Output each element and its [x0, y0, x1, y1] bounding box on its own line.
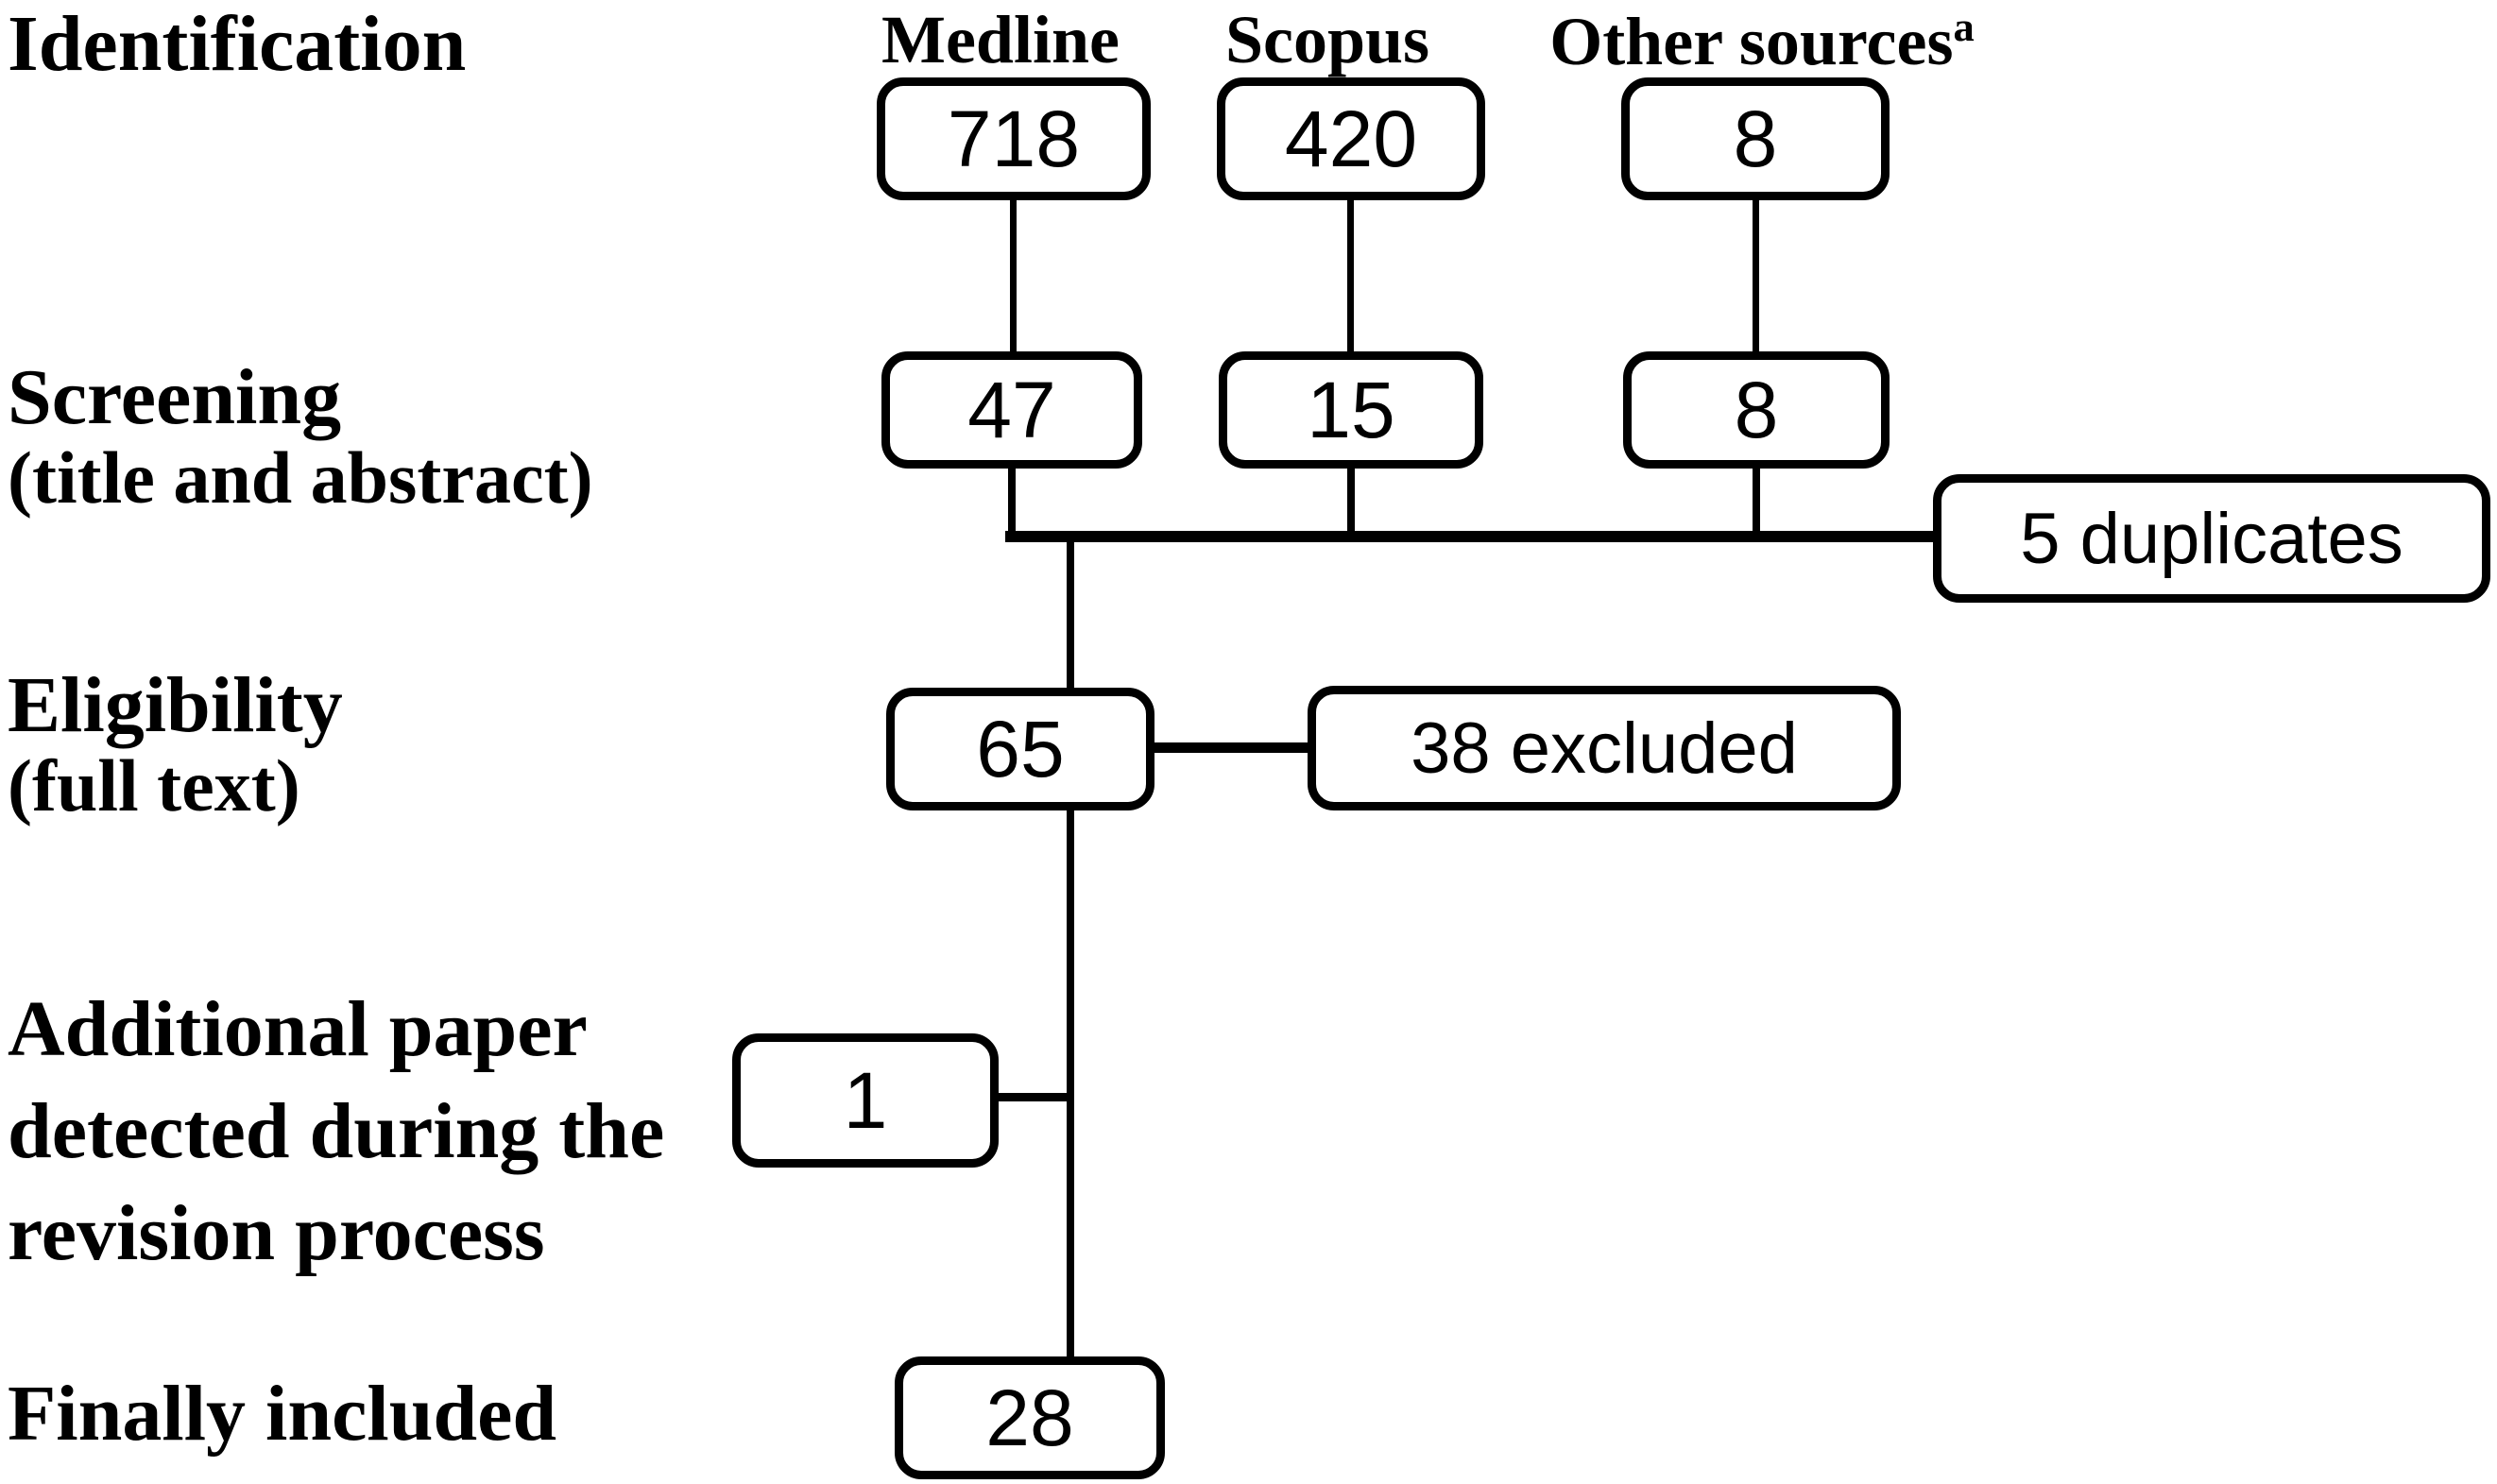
stage-label-additional-paper-line1: Additional paper	[8, 985, 588, 1073]
box-medline-screened: 47	[881, 351, 1142, 469]
stage-label-additional-paper-line3: revision process	[8, 1189, 545, 1277]
connector-scopus-down	[1347, 198, 1354, 353]
connector-other-down	[1753, 198, 1759, 353]
stage-label-additional-paper: Additional paper detected during the rev…	[8, 979, 664, 1285]
box-scopus-screened: 15	[1219, 351, 1483, 469]
connector-excluded	[1153, 742, 1309, 753]
header-other-sources-superscript: a	[1953, 3, 1975, 50]
header-scopus: Scopus	[1224, 2, 1430, 77]
connector-duplicates-horizontal	[1005, 531, 1937, 542]
stage-label-finally-included: Finally included	[8, 1370, 557, 1458]
stage-label-eligibility-sub: (full text)	[8, 744, 300, 827]
connector-medline-merge	[1008, 467, 1016, 538]
connector-additional-paper	[997, 1093, 1074, 1101]
stage-label-eligibility: Eligibility (full text)	[8, 663, 343, 826]
box-other-screened: 8	[1623, 351, 1890, 469]
stage-label-screening-main: Screening	[8, 353, 342, 441]
connector-to-eligibility	[1067, 538, 1074, 690]
connector-other-merge	[1753, 467, 1760, 538]
box-eligibility: 65	[886, 688, 1154, 810]
stage-label-additional-paper-line2: detected during the	[8, 1087, 665, 1175]
box-excluded: 38 excluded	[1308, 686, 1901, 810]
header-other-sources-text: Other sources	[1549, 4, 1954, 79]
connector-scopus-merge	[1347, 467, 1355, 538]
box-scopus-identified: 420	[1217, 77, 1485, 200]
box-medline-identified: 718	[877, 77, 1151, 200]
stage-label-eligibility-main: Eligibility	[8, 661, 343, 749]
header-medline: Medline	[881, 2, 1120, 77]
connector-medline-down	[1010, 198, 1017, 353]
connector-to-final	[1067, 809, 1074, 1358]
header-other-sources: Other sourcesa	[1526, 6, 1998, 76]
stage-label-identification: Identification	[8, 0, 467, 88]
box-final-included: 28	[895, 1356, 1165, 1479]
box-additional-paper: 1	[732, 1033, 999, 1168]
stage-label-screening-sub: (title and abstract)	[8, 436, 593, 520]
box-other-identified: 8	[1621, 77, 1890, 200]
stage-label-screening: Screening (title and abstract)	[8, 355, 593, 518]
box-duplicates: 5 duplicates	[1933, 474, 2490, 603]
